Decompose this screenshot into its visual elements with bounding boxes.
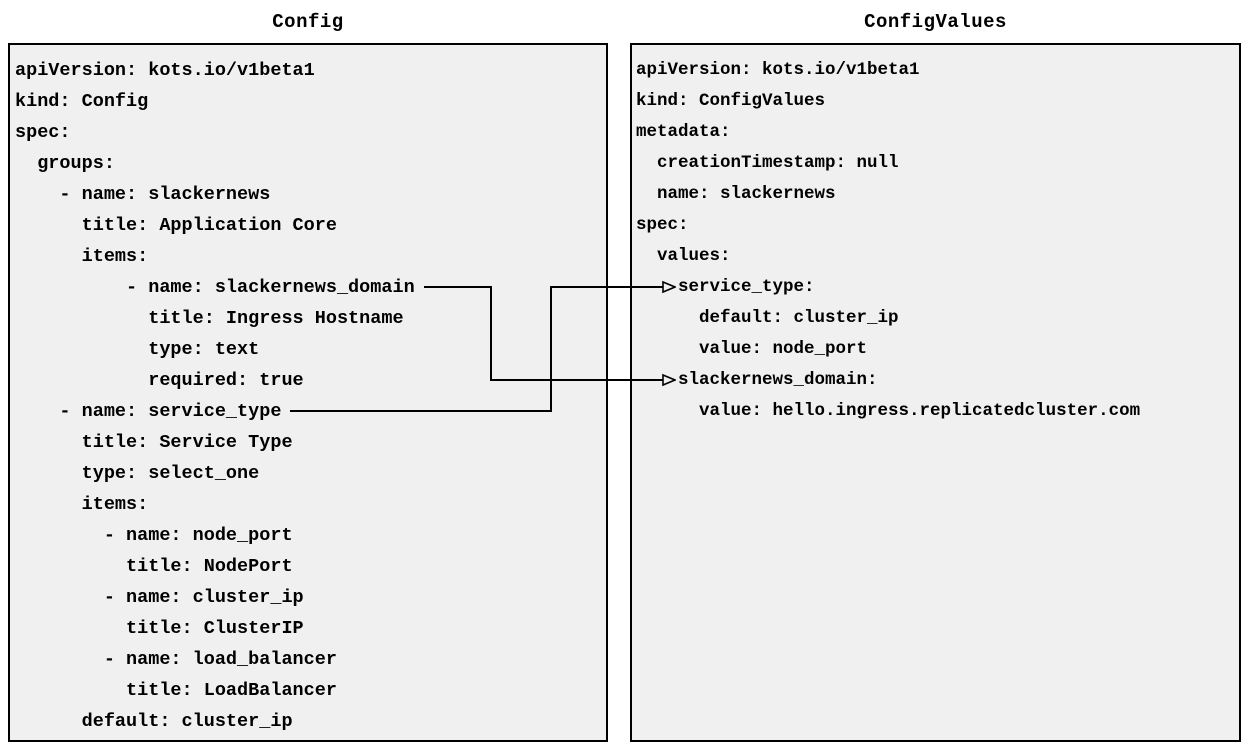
config-yaml-panel-line-2: spec: xyxy=(15,122,71,143)
config-yaml-panel-line-10: required: true xyxy=(15,370,304,391)
configvalues-yaml-panel-line-6: values: xyxy=(636,246,731,266)
configvalues-yaml-panel-line-0: apiVersion: kots.io/v1beta1 xyxy=(636,60,920,80)
connector-service-type-segment xyxy=(550,286,663,288)
config-yaml-panel-line-1: kind: Config xyxy=(15,91,149,112)
configvalues-yaml-panel-line-1: kind: ConfigValues xyxy=(636,91,826,111)
config-yaml-panel: apiVersion: kots.io/v1beta1 kind: Config s… xyxy=(8,43,608,742)
connector-slackernews-domain-segment xyxy=(490,286,492,381)
config-yaml-panel-line-4: - name: slackernews xyxy=(15,184,271,205)
config-yaml-panel-line-14: items: xyxy=(15,494,149,515)
config-yaml-panel-line-8: title: Ingress Hostname xyxy=(15,308,404,329)
config-yaml-panel-line-11: - name: service_type xyxy=(15,401,282,422)
config-yaml-panel-line-18: title: ClusterIP xyxy=(15,618,304,639)
config-yaml-panel-line-7: - name: slackernews_domain xyxy=(15,277,415,298)
configvalues-yaml-panel-line-7: service_type: xyxy=(636,277,815,297)
connector-slackernews-domain-segment xyxy=(424,286,492,288)
connector-service-type-segment xyxy=(290,410,552,412)
config-yaml-panel-line-21: default: cluster_ip xyxy=(15,711,293,732)
config-yaml-panel-line-20: title: LoadBalancer xyxy=(15,680,337,701)
config-yaml-panel-line-17: - name: cluster_ip xyxy=(15,587,304,608)
config-yaml-panel-line-5: title: Application Core xyxy=(15,215,337,236)
configvalues-yaml-panel-line-10: slackernews_domain: xyxy=(636,370,878,390)
configvalues-yaml-panel-line-9: value: node_port xyxy=(636,339,868,359)
configvalues-yaml-panel-line-4: name: slackernews xyxy=(636,184,836,204)
configvalues-yaml-panel-line-11: value: hello.ingress.replicatedcluster.c… xyxy=(636,401,1141,421)
open-arrowhead-icon xyxy=(662,280,676,294)
config-yaml-panel-line-9: type: text xyxy=(15,339,260,360)
config-yaml-panel-line-6: items: xyxy=(15,246,149,267)
config-panel-title: Config xyxy=(272,11,344,33)
config-yaml-panel-line-3: groups: xyxy=(15,153,115,174)
configvalues-panel-title: ConfigValues xyxy=(864,11,1007,33)
config-yaml-panel-line-0: apiVersion: kots.io/v1beta1 xyxy=(15,60,315,81)
open-arrowhead-icon xyxy=(662,373,676,387)
configvalues-yaml-panel: apiVersion: kots.io/v1beta1 kind: ConfigV… xyxy=(630,43,1241,742)
config-yaml-panel-line-15: - name: node_port xyxy=(15,525,293,546)
configvalues-yaml-panel-line-2: metadata: xyxy=(636,122,731,142)
connector-service-type-segment xyxy=(550,286,552,412)
config-yaml-panel-line-13: type: select_one xyxy=(15,463,260,484)
configvalues-yaml-panel-line-3: creationTimestamp: null xyxy=(636,153,899,173)
config-yaml-panel-line-19: - name: load_balancer xyxy=(15,649,337,670)
config-yaml-panel-line-16: title: NodePort xyxy=(15,556,293,577)
configvalues-yaml-panel-line-8: default: cluster_ip xyxy=(636,308,899,328)
config-yaml-panel-line-12: title: Service Type xyxy=(15,432,293,453)
configvalues-yaml-panel-line-5: spec: xyxy=(636,215,689,235)
connector-slackernews-domain-segment xyxy=(490,379,663,381)
